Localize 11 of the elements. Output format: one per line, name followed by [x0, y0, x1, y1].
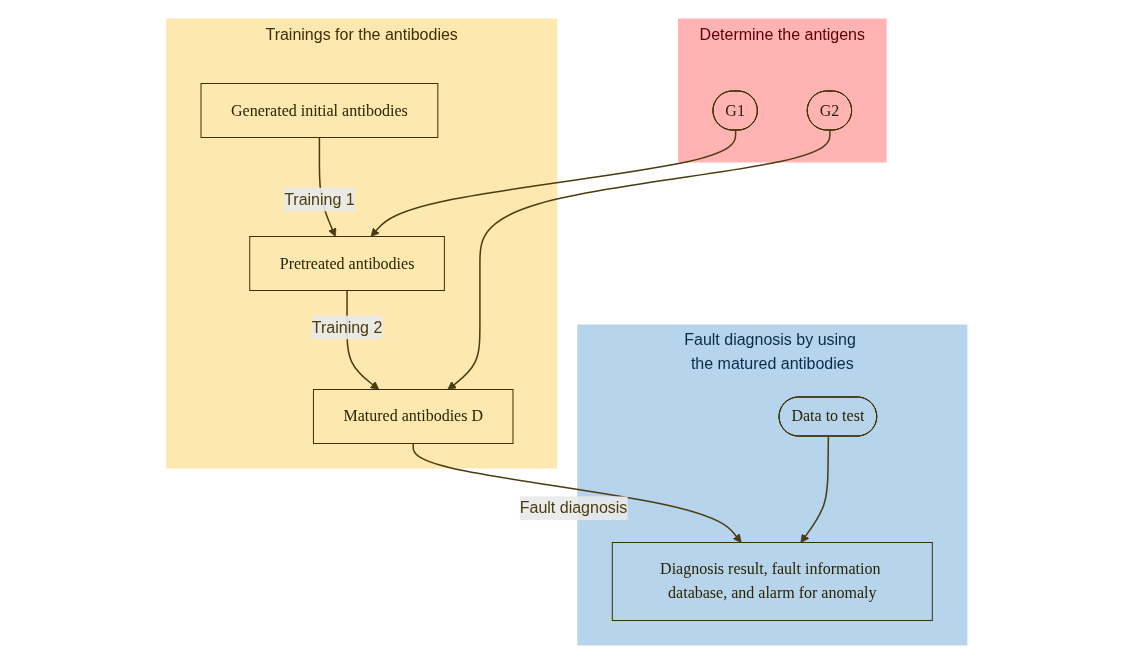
edge-label: Training 2 — [312, 318, 383, 336]
arrow — [370, 129, 737, 237]
arrow — [800, 435, 830, 543]
node-box: Diagnosis result, fault information database, and alarm for anomaly — [612, 542, 934, 621]
arrow — [412, 442, 742, 543]
arrow — [447, 129, 832, 390]
node-box: Pretreated antibodies — [249, 236, 446, 291]
node-box: Matured antibodies D — [313, 389, 514, 444]
node-box: Generated initial antibodies — [200, 83, 439, 138]
edge-label: Training 1 — [284, 190, 356, 208]
edge-label: Fault diagnosis — [520, 499, 628, 517]
